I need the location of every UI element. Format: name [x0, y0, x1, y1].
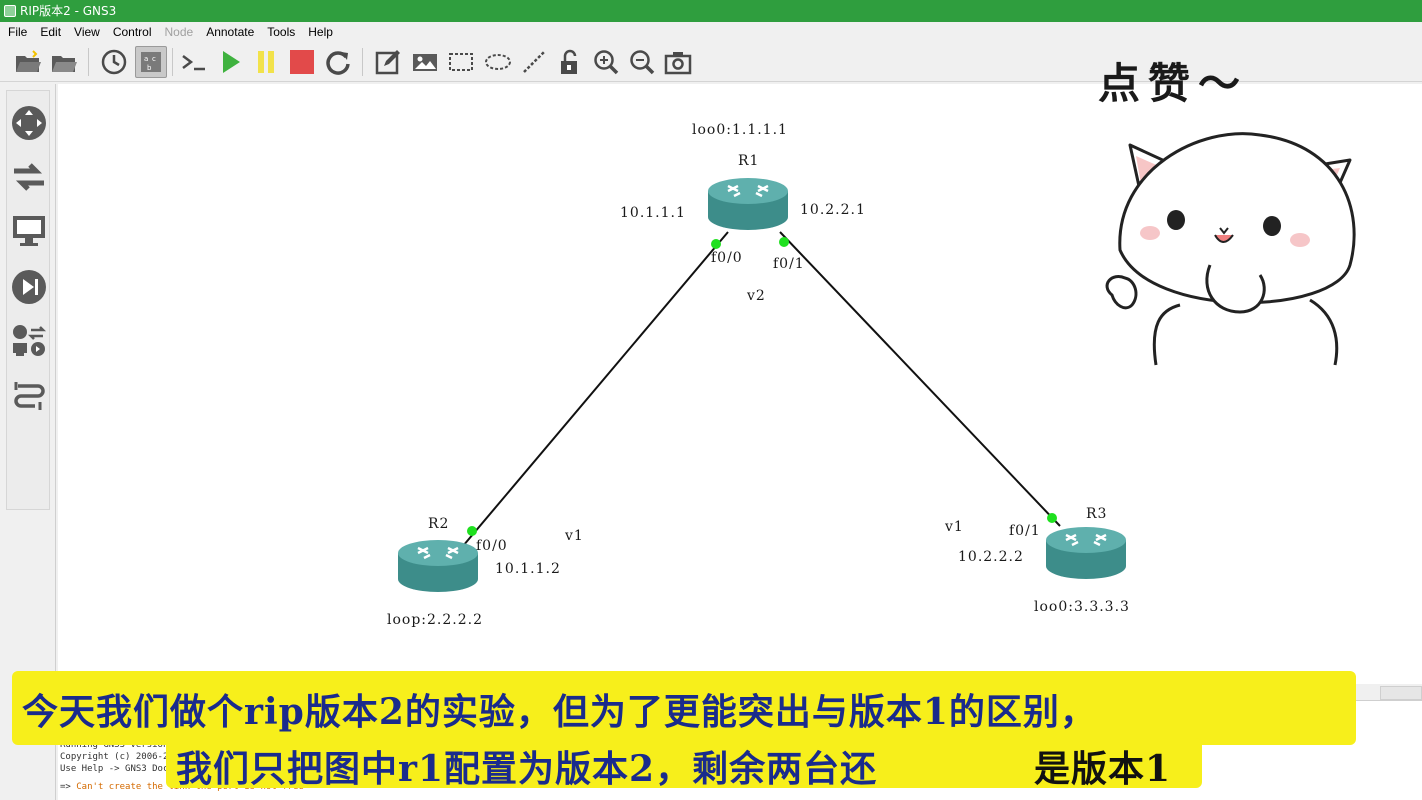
r2-loopback-label[interactable]: loop:2.2.2.2: [387, 612, 483, 628]
router-r3[interactable]: [1044, 525, 1128, 587]
draw-rectangle-icon[interactable]: [445, 46, 477, 78]
router-r2[interactable]: [396, 538, 480, 600]
insert-image-icon[interactable]: [409, 46, 441, 78]
routers-icon[interactable]: [9, 101, 49, 145]
port-status-r2-f0-0: [467, 526, 477, 536]
draw-ellipse-icon[interactable]: [482, 46, 514, 78]
menu-tools[interactable]: Tools: [267, 25, 296, 39]
screenshot-camera-icon[interactable]: [662, 46, 694, 78]
folder-icon[interactable]: [48, 46, 80, 78]
add-note-icon[interactable]: [372, 46, 404, 78]
r1-hostname-label[interactable]: R1: [738, 153, 760, 169]
router-icon: [708, 178, 788, 230]
r1-ip-right-label[interactable]: 10.2.2.1: [800, 202, 866, 218]
zoom-out-icon[interactable]: [626, 46, 658, 78]
menu-bar: File Edit View Control Node Annotate Too…: [0, 22, 1422, 42]
subtitle-line1: 今天我们做个rip版本2的实验，但为了更能突出与版本1的区别，: [22, 691, 1097, 733]
link-r1-r3[interactable]: [779, 231, 1061, 527]
security-devices-icon[interactable]: [9, 265, 49, 309]
menu-annotate[interactable]: Annotate: [206, 25, 255, 39]
console-icon[interactable]: [178, 46, 210, 78]
r1-port-f0-1-label: f0/1: [773, 256, 805, 272]
r3-hostname-label[interactable]: R3: [1086, 506, 1108, 522]
r3-port-f0-1-label: f0/1: [1009, 523, 1041, 539]
menu-help[interactable]: Help: [308, 25, 333, 39]
toolbar-separator: [362, 48, 363, 76]
suspend-pause-icon[interactable]: [250, 46, 282, 78]
console-line: Running GNS3 version: [60, 740, 169, 750]
topology-graph: [462, 231, 1061, 547]
subtitle-banner-line2: 我们只把图中r1配置为版本2，剩余两台还 是版本1: [166, 738, 1202, 790]
svg-text:b: b: [147, 64, 152, 72]
title-bar: RIP版本2 - GNS3: [0, 0, 1422, 22]
draw-line-icon[interactable]: [518, 46, 550, 78]
menu-edit[interactable]: Edit: [40, 25, 62, 39]
zoom-in-icon[interactable]: [590, 46, 622, 78]
link-r1-r2[interactable]: [462, 231, 729, 547]
svg-text:c: c: [152, 55, 156, 63]
subtitle-line2-main: 我们只把图中r1配置为版本2，剩余两台还: [176, 748, 878, 790]
port-status-r3-f0-1: [1047, 513, 1057, 523]
device-dock-panel: [6, 90, 50, 510]
reload-icon[interactable]: [322, 46, 354, 78]
console-prompt: =>: [60, 782, 71, 792]
r1-loopback-label[interactable]: loo0:1.1.1.1: [692, 122, 788, 138]
switches-icon[interactable]: [9, 155, 49, 199]
end-devices-icon[interactable]: [9, 209, 49, 253]
r3-loopback-label[interactable]: loo0:3.3.3.3: [1034, 599, 1130, 615]
port-status-r1-f0-1: [779, 237, 789, 247]
r1-ip-left-label[interactable]: 10.1.1.1: [620, 205, 686, 221]
device-dock: [0, 84, 56, 800]
r2-ip-label[interactable]: 10.1.1.2: [495, 561, 561, 577]
snapshot-clock-icon[interactable]: [98, 46, 130, 78]
horizontal-scrollbar[interactable]: [1380, 686, 1422, 700]
add-link-icon[interactable]: [9, 375, 49, 419]
all-devices-icon[interactable]: [9, 319, 49, 363]
router-r1[interactable]: [706, 176, 790, 238]
r2-hostname-label[interactable]: R2: [428, 516, 450, 532]
r3-ip-label[interactable]: 10.2.2.2: [958, 549, 1024, 565]
menu-file[interactable]: File: [8, 25, 28, 39]
r1-port-f0-0-label: f0/0: [711, 250, 743, 266]
r2-rip-version-label[interactable]: v1: [565, 528, 584, 544]
gns3-app-icon: [4, 5, 16, 17]
menu-control[interactable]: Control: [112, 25, 152, 39]
toolbar-separator: [88, 48, 89, 76]
r2-port-f0-0-label: f0/0: [476, 538, 508, 554]
menu-node[interactable]: Node: [164, 25, 194, 39]
subtitle-line2-tail: 是版本1: [1034, 748, 1172, 790]
cat-illustration: [1105, 132, 1356, 366]
router-icon: [398, 540, 478, 592]
toolbar-separator: [172, 48, 173, 76]
router-icon: [1046, 527, 1126, 579]
console-line: Use Help -> GNS3 Doc: [60, 764, 169, 774]
port-status-r1-f0-0: [711, 239, 721, 249]
subtitle-banner-line1: 今天我们做个rip版本2的实验，但为了更能突出与版本1的区别，: [12, 671, 1356, 745]
console-line: Copyright (c) 2006-2: [60, 752, 169, 762]
svg-text:a: a: [144, 55, 148, 63]
sticker-text: 点赞～: [1098, 59, 1249, 108]
like-sticker: 点赞～: [1090, 50, 1390, 370]
r3-rip-version-label[interactable]: v1: [945, 519, 964, 535]
window-title: RIP版本2 - GNS3: [20, 4, 117, 18]
stop-icon[interactable]: [286, 46, 318, 78]
start-play-icon[interactable]: [214, 46, 246, 78]
lock-icon[interactable]: [554, 46, 586, 78]
menu-view[interactable]: View: [74, 25, 100, 39]
open-folder-icon[interactable]: [12, 46, 44, 78]
r1-rip-version-label[interactable]: v2: [747, 288, 766, 304]
